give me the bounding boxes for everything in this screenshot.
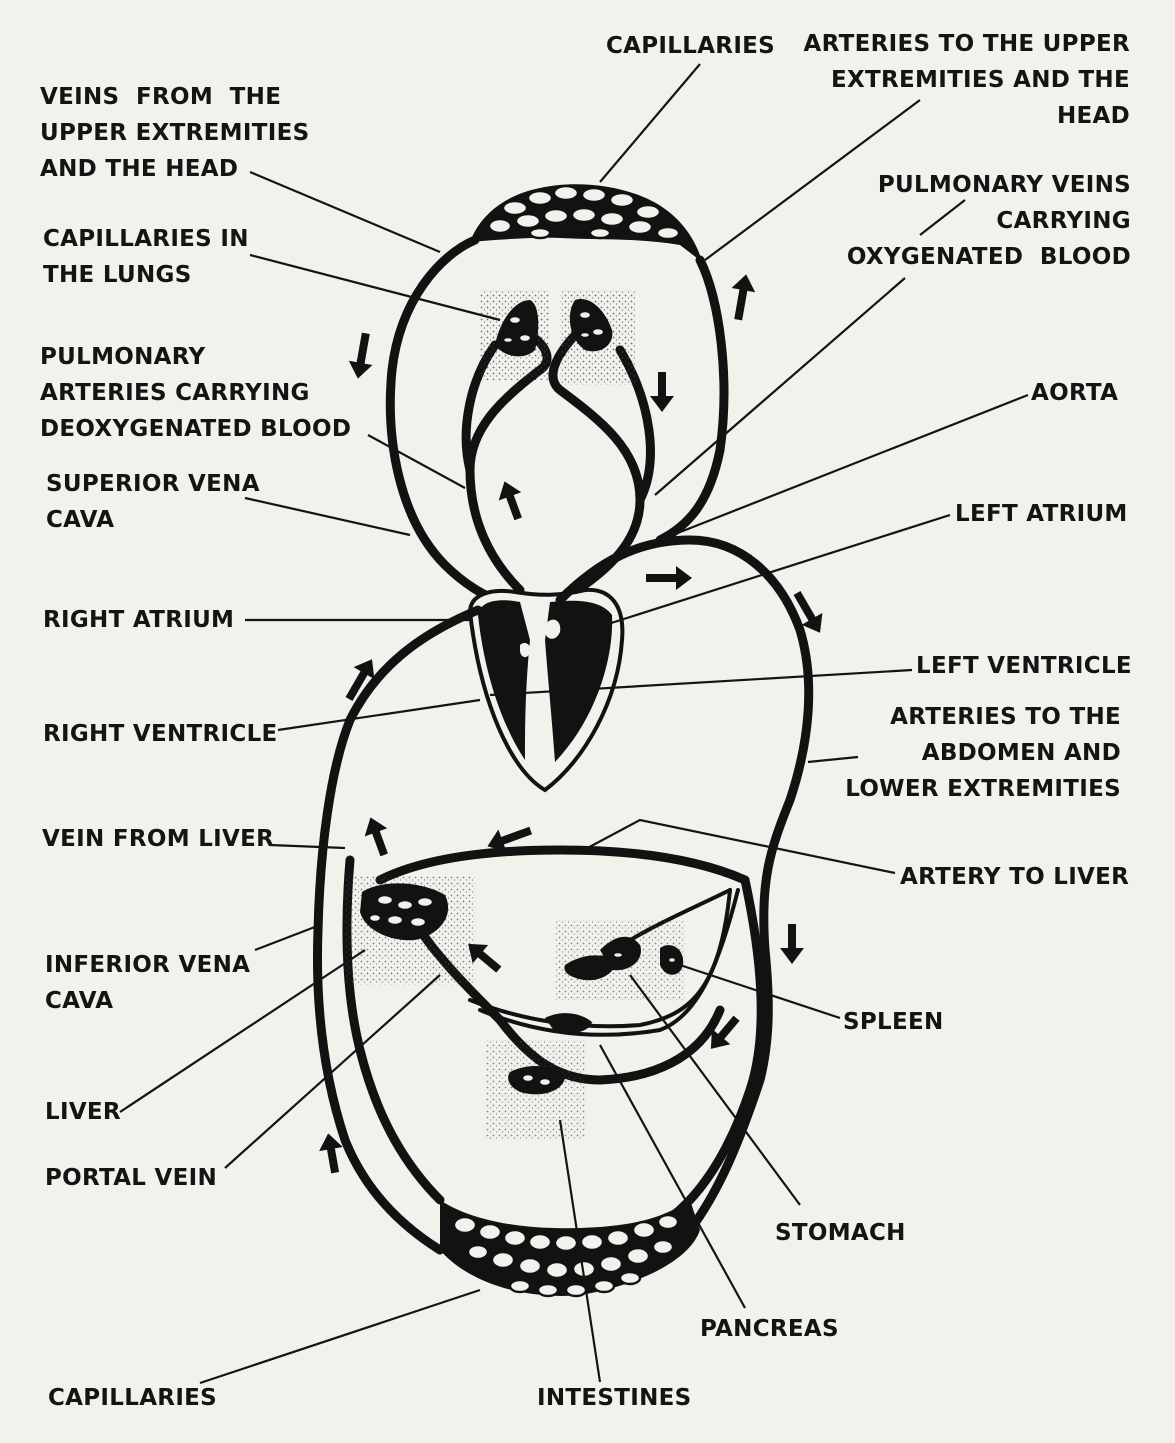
label-right-ventricle: RIGHT VENTRICLE <box>43 716 278 752</box>
label-right-atrium: RIGHT ATRIUM <box>43 602 234 638</box>
label-liver: LIVER <box>45 1094 121 1130</box>
label-pulmonary-arteries: PULMONARY ARTERIES CARRYING DEOXYGENATED… <box>40 339 351 447</box>
arrow-icon <box>493 477 529 523</box>
label-arteries-upper: ARTERIES TO THE UPPER EXTREMITIES AND TH… <box>804 26 1130 134</box>
label-intestines: INTESTINES <box>537 1380 692 1416</box>
label-pulmonary-veins: PULMONARY VEINS CARRYING OXYGENATED BLOO… <box>847 167 1131 275</box>
arrow-icon <box>650 372 674 412</box>
label-inferior-vena-cava: INFERIOR VENA CAVA <box>45 947 250 1019</box>
heart <box>470 590 622 790</box>
label-stomach: STOMACH <box>775 1215 906 1251</box>
label-left-atrium: LEFT ATRIUM <box>955 496 1128 532</box>
arrow-icon <box>780 924 804 964</box>
label-artery-to-liver: ARTERY TO LIVER <box>900 859 1129 895</box>
label-left-ventricle: LEFT VENTRICLE <box>916 648 1132 684</box>
label-capillaries-lungs: CAPILLARIES IN THE LUNGS <box>43 221 249 293</box>
label-superior-vena-cava: SUPERIOR VENA CAVA <box>46 466 260 538</box>
label-spleen: SPLEEN <box>843 1004 944 1040</box>
label-pancreas: PANCREAS <box>700 1311 839 1347</box>
label-capillaries-bottom: CAPILLARIES <box>48 1380 217 1416</box>
label-arteries-abdomen: ARTERIES TO THE ABDOMEN AND LOWER EXTREM… <box>845 699 1121 807</box>
label-portal-vein: PORTAL VEIN <box>45 1160 217 1196</box>
arrow-icon <box>726 272 758 321</box>
label-aorta: AORTA <box>1031 375 1118 411</box>
arrow-icon <box>359 813 395 859</box>
label-vein-from-liver: VEIN FROM LIVER <box>42 821 274 857</box>
arrow-icon <box>646 566 692 590</box>
label-capillaries-top: CAPILLARIES <box>606 28 775 64</box>
label-veins-upper: VEINS FROM THE UPPER EXTREMITIES AND THE… <box>40 79 309 187</box>
